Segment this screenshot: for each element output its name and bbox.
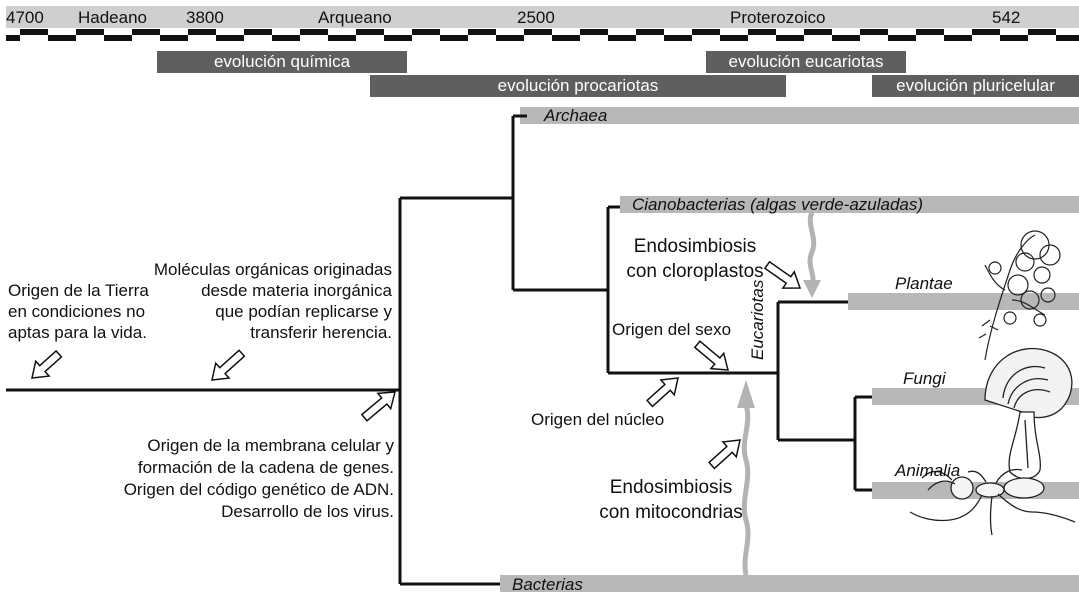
note-moleculas: Moléculas orgánicas originadas desde mat… (140, 259, 392, 343)
taxon-label-plantae: Plantae (895, 274, 953, 293)
note-line: desde materia inorgánica (201, 281, 392, 300)
note-line: Origen de la membrana celular y (147, 436, 394, 455)
taxon-label-cianobacterias: Cianobacterias (algas verde-azuladas) (632, 195, 924, 214)
hollow-arrow-icon (763, 260, 802, 289)
eon-label-proterozoico: Proterozoico (730, 8, 826, 27)
note-line: que podían replicarse y (215, 302, 392, 321)
era-label-procariotas: evolución procariotas (497, 76, 659, 95)
hollow-arrow-icon (211, 349, 246, 381)
note-origen-sexo: Origen del sexo (612, 320, 732, 339)
hollow-arrow-icon (693, 340, 729, 371)
taxon-label-fungi: Fungi (903, 369, 946, 388)
note-line: con cloroplastos (626, 261, 764, 282)
note-line: con mitocondrias (599, 502, 743, 523)
timeline-band (6, 6, 1079, 28)
hollow-arrow-icon (360, 391, 396, 422)
note-line: en condiciones no (8, 302, 146, 321)
taxon-label-animalia: Animalia (895, 461, 961, 480)
ant-illustration (909, 468, 1076, 536)
hollow-arrow-icon (31, 349, 63, 379)
taxon-bar-bacterias (500, 575, 1079, 592)
taxon-bar-archaea (520, 107, 1079, 124)
note-line: aptas para la vida. (8, 323, 147, 342)
tick-label: 2500 (517, 8, 555, 27)
hollow-arrow-icon (708, 439, 741, 470)
era-label-quimica: evolución química (213, 52, 351, 71)
cloroplasto-arrow-head (803, 280, 821, 298)
plant-illustration (978, 230, 1061, 361)
timeline-checker (6, 29, 1079, 41)
note-line: Endosimbiosis (609, 477, 733, 498)
era-bar-pluricelular (872, 75, 1079, 97)
note-line: transferir herencia. (250, 323, 392, 342)
note-origen-tierra: Origen de la Tierra en condiciones no ap… (8, 280, 149, 343)
era-label-eucariotas: evolución eucariotas (728, 52, 884, 71)
taxon-label-archaea: Archaea (544, 106, 608, 125)
phylogenetic-tree (6, 114, 872, 586)
note-line: Desarrollo de los virus. (221, 502, 394, 521)
mitocondria-arrow-head (737, 380, 755, 408)
tick-label: 542 (992, 8, 1021, 27)
taxon-label-bacterias: Bacterias (512, 575, 583, 594)
note-mitocondrias: Endosimbiosis con mitocondrias (596, 475, 746, 525)
tick-label: 3800 (186, 8, 224, 27)
eon-label-arqueano: Arqueano (318, 8, 392, 27)
mushroom-illustration (984, 347, 1073, 480)
era-label-pluricelular: evolución pluricelular (896, 76, 1055, 95)
hollow-arrow-icon (646, 377, 679, 408)
era-bar-quimica (157, 51, 407, 73)
mitocondria-arrow-shaft (741, 404, 751, 576)
note-origen-nucleo: Origen del núcleo (531, 410, 665, 429)
eon-label-hadeano: Hadeano (78, 8, 148, 27)
note-cloroplastos: Endosimbiosis con cloroplastos (620, 234, 770, 284)
note-line: Endosimbiosis (633, 236, 757, 257)
era-bar-eucariotas (706, 51, 906, 73)
note-line: Origen del código genético de ADN. (123, 480, 394, 499)
note-line: Origen de la Tierra (8, 281, 149, 300)
taxon-bar-cianobacterias (620, 196, 1079, 213)
note-membrana: Origen de la membrana celular y formació… (120, 435, 394, 523)
note-line: formación de la cadena de genes. (137, 458, 394, 477)
era-bar-procariotas (370, 75, 786, 97)
note-line: Moléculas orgánicas originadas (153, 260, 392, 279)
cloroplasto-arrow-shaft (807, 210, 817, 286)
tick-label: 4700 (6, 8, 44, 27)
